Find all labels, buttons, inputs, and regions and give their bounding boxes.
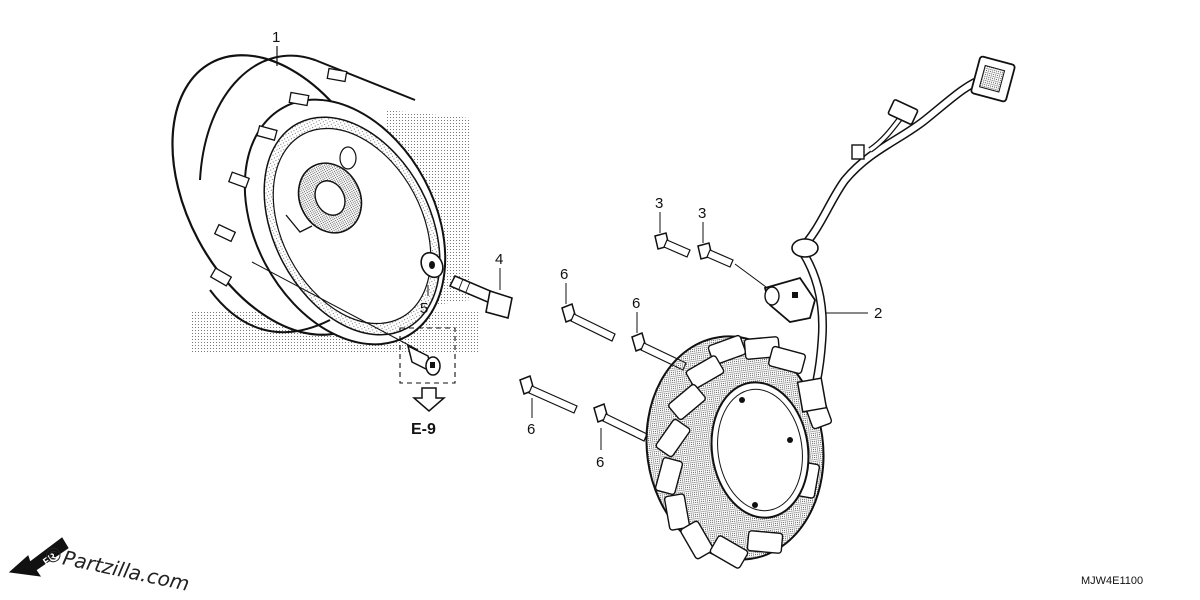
callout-2: 2 [874,305,882,322]
callout-6c: 6 [527,421,535,438]
callout-5: 5 [420,300,428,317]
flywheel-bolt-part[interactable] [448,268,513,319]
callout-1: 1 [272,29,280,46]
callout-6d: 6 [596,454,604,471]
callout-3b: 3 [698,205,706,222]
reference-group[interactable] [399,327,456,412]
callout-6a: 6 [560,266,568,283]
callout-6b: 6 [632,295,640,312]
pulser-bolts-part[interactable] [654,212,771,291]
washer-part[interactable] [417,249,447,296]
stator-harness-part[interactable] [632,55,1016,571]
axis-line [251,261,419,351]
watermark-text: ©Partzilla.com [41,541,192,595]
diagram-code: MJW4E1100 [1081,575,1143,587]
callout-4: 4 [495,251,503,268]
ref-arrow-icon [411,387,447,412]
callout-3a: 3 [655,195,663,212]
flywheel-part[interactable] [128,18,486,379]
dashed-box [399,327,456,384]
reference-e9-link[interactable]: E-9 [411,421,436,438]
